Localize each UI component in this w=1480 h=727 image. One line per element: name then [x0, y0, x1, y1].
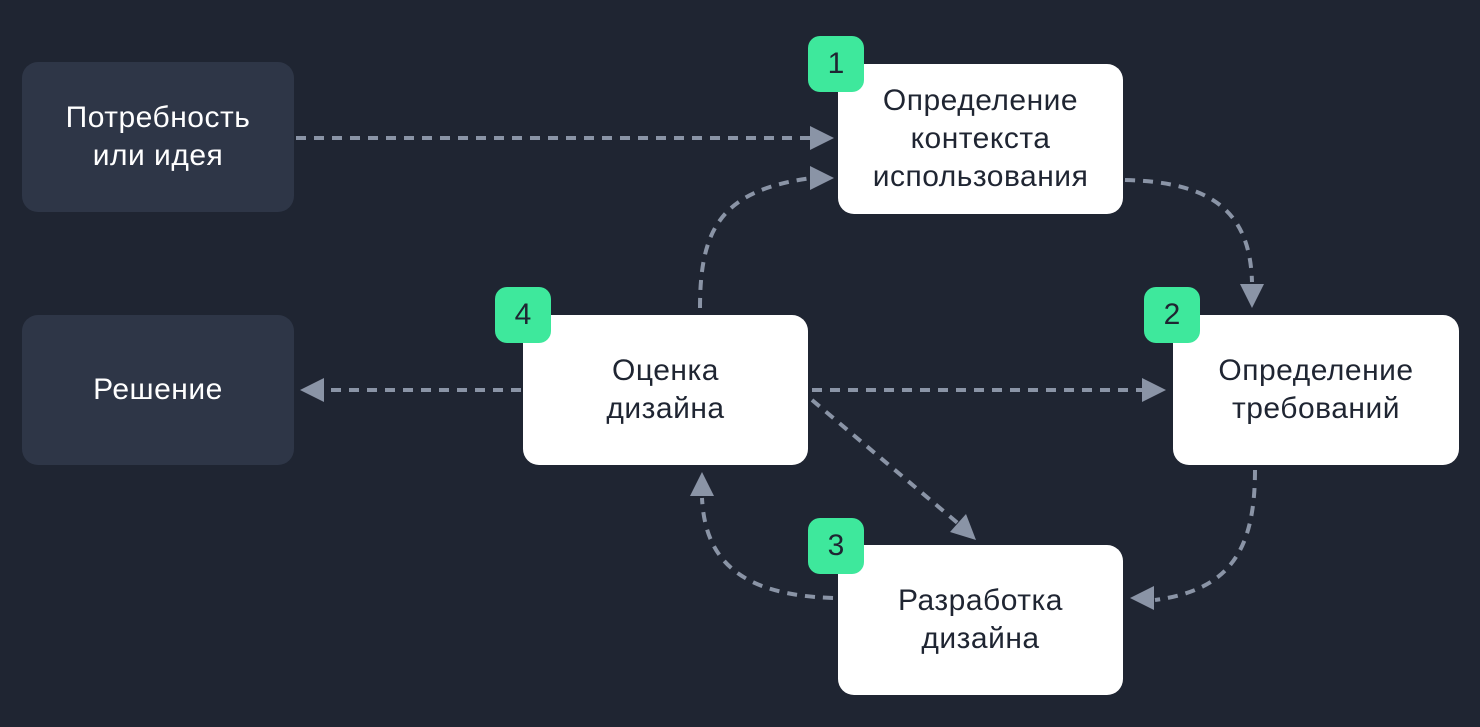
- arrow-evaluation-to-development: [810, 398, 962, 527]
- node-solution-label: Решение: [93, 373, 223, 406]
- step-badge-4: 4: [495, 287, 551, 343]
- step-badge-3: 3: [808, 518, 864, 574]
- step-badge-1: 1: [808, 36, 864, 92]
- arrow-requirements-to-development: [1154, 469, 1257, 602]
- arrow-development-to-evaluation: [700, 497, 834, 600]
- arrowhead-evaluation-to-development: [950, 514, 976, 540]
- arrow-context-to-requirements: [1124, 178, 1254, 283]
- arrowhead-evaluation-to-context: [810, 166, 834, 190]
- arrowhead-evaluation-to-solution: [300, 378, 324, 402]
- step-badge-2: 2: [1144, 287, 1200, 343]
- arrowhead-evaluation-to-requirements: [1142, 378, 1166, 402]
- node-solution: Решение: [22, 315, 294, 465]
- arrow-evaluation-to-context: [698, 176, 813, 309]
- arrowhead-development-to-evaluation: [690, 472, 714, 496]
- arrowhead-requirements-to-development: [1130, 586, 1154, 610]
- arrowhead-need-to-context: [810, 126, 834, 150]
- arrowhead-context-to-requirements: [1240, 284, 1264, 308]
